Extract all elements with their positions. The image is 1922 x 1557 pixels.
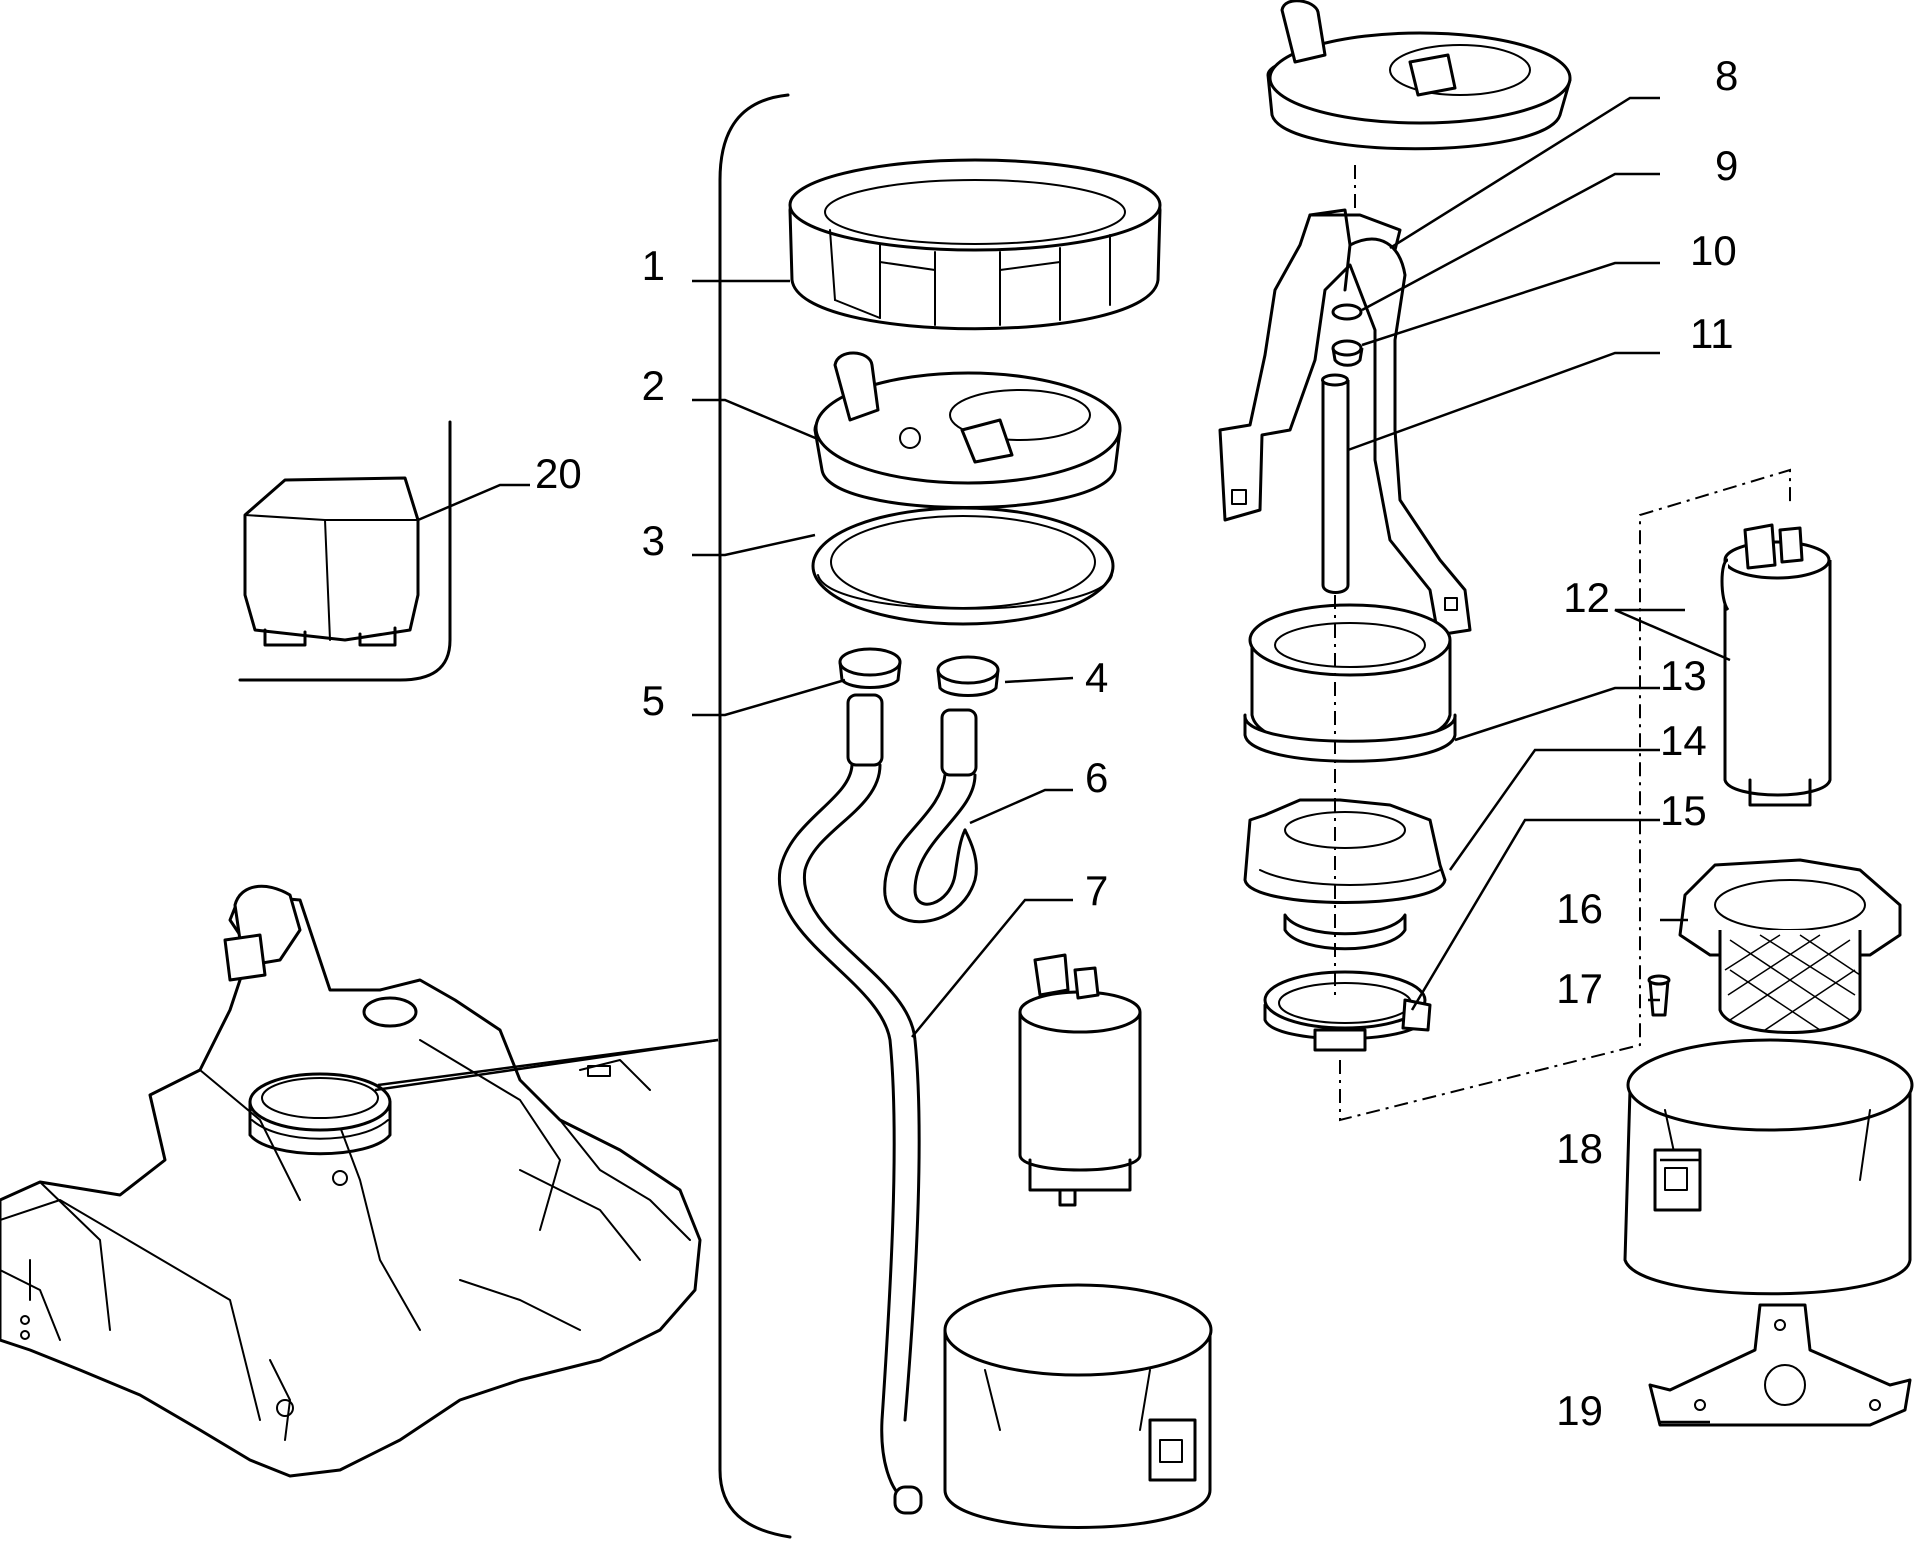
callout-18: 18: [1556, 1125, 1603, 1172]
callout-16: 16: [1556, 885, 1603, 932]
flange-part-2: [813, 351, 1122, 509]
callout-11: 11: [1690, 310, 1734, 357]
callout-1: 1: [642, 242, 665, 289]
rod-part-11: [1321, 373, 1350, 594]
callout-6: 6: [1085, 754, 1108, 801]
callout-14: 14: [1660, 717, 1707, 764]
callout-3: 3: [642, 517, 665, 564]
callout-20: 20: [535, 450, 582, 497]
callout-13: 13: [1660, 652, 1707, 699]
callout-19: 19: [1556, 1387, 1603, 1434]
callout-5: 5: [642, 677, 665, 724]
callout-15: 15: [1660, 787, 1707, 834]
nut-part-4: [936, 655, 1000, 697]
assembly-lines: [1334, 165, 1791, 1122]
callout-10: 10: [1690, 227, 1737, 274]
hose-part-6: [883, 708, 978, 924]
assembly-bracket: [718, 93, 792, 1539]
flange-top-right: [1266, 0, 1572, 151]
fuel-pump-center: [1018, 953, 1142, 1207]
callout-12: 12: [1563, 574, 1610, 621]
lock-ring-part-1: [788, 158, 1162, 331]
seal-ring-part-3: [811, 506, 1115, 626]
relay-part-20: [238, 420, 452, 682]
screw-part-17: [1647, 974, 1671, 1017]
nut-part-5: [838, 647, 902, 689]
cover-part-13: [1243, 603, 1457, 763]
hose-part-7: [777, 693, 923, 1515]
strap-part-8: [1218, 208, 1472, 637]
clamp-part-15: [1263, 970, 1432, 1052]
base-plate-part-19: [1648, 1303, 1912, 1427]
fuel-tank: [0, 884, 719, 1478]
leader-lines: [417, 96, 1731, 1424]
adapter-part-14: [1243, 798, 1447, 951]
callout-17: 17: [1556, 965, 1603, 1012]
callout-7: 7: [1085, 867, 1108, 914]
callout-9: 9: [1715, 142, 1738, 189]
callout-4: 4: [1085, 654, 1108, 701]
canister-center: [943, 1283, 1213, 1529]
canister-part-18: [1623, 1038, 1914, 1296]
callout-labels: 1 2 3 4 5 6 7 8 9 10 11 12 13 14 15 16 1…: [535, 52, 1738, 1434]
filter-part-16: [1678, 858, 1902, 1034]
fuel-pump-part-12: [1720, 523, 1832, 807]
nut-part-10: [1331, 339, 1364, 367]
callout-2: 2: [642, 362, 665, 409]
callout-8: 8: [1715, 52, 1738, 99]
washer-part-9: [1331, 303, 1363, 321]
